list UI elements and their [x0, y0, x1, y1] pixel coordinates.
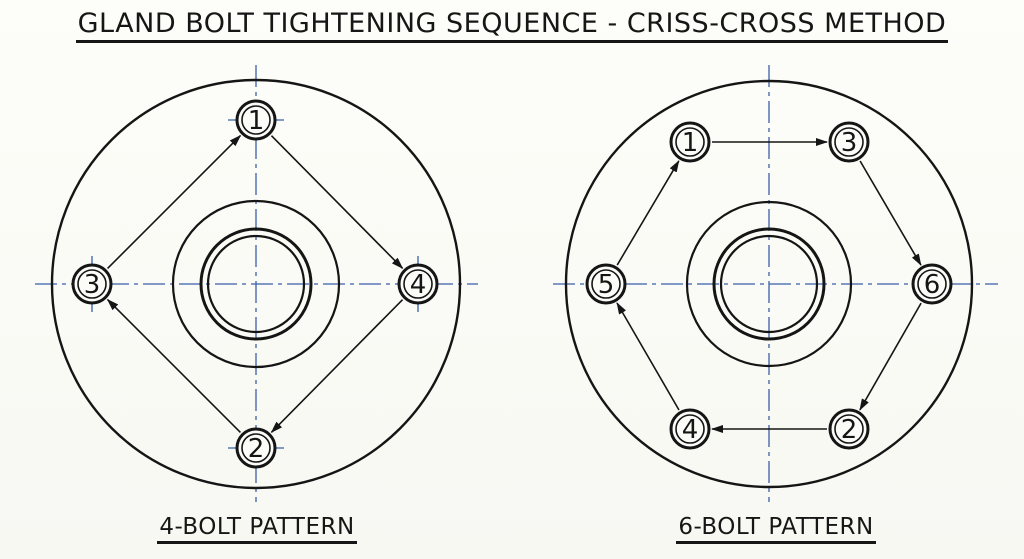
bolt-inner-ring	[917, 269, 947, 299]
six-bolt-caption: 6-BOLT PATTERN	[576, 514, 976, 544]
bolt-inner-ring	[77, 269, 107, 299]
sequence-arrow-3-to-1	[106, 134, 242, 270]
bolt-5: 5	[585, 263, 627, 305]
bolt-2: 2	[228, 427, 284, 469]
bolt-4: 4	[397, 256, 439, 312]
bolt-3: 3	[71, 256, 113, 312]
bore-outer-circle	[712, 227, 826, 341]
bolt-2: 2	[828, 408, 870, 450]
four-bolt-diagram: 1 2 3 4	[35, 65, 478, 502]
sequence-arrow-3-to-6	[859, 160, 922, 266]
four-bolt-sequence-arrows	[106, 134, 404, 434]
sequence-arrow-1-to-4	[270, 135, 404, 270]
bolt-inner-ring	[403, 269, 433, 299]
six-bolt-diagram: 1 2 3 4 5 6	[553, 65, 998, 502]
gland-circle	[171, 199, 341, 369]
four-bolt-caption-text: 4-BOLT PATTERN	[157, 514, 357, 544]
bore-inner-circle	[206, 234, 306, 334]
page-title-text: GLAND BOLT TIGHTENING SEQUENCE - CRISS-C…	[75, 8, 949, 43]
bolt-number: 1	[248, 106, 265, 136]
flange-outer-circle	[50, 78, 462, 490]
bolt-inner-ring	[834, 414, 864, 444]
bolt-1: 1	[669, 121, 711, 163]
bolt-number: 4	[410, 270, 427, 300]
bolt-number: 6	[924, 270, 941, 300]
four-bolt-caption: 4-BOLT PATTERN	[57, 514, 457, 544]
bolt-number: 3	[84, 270, 101, 300]
bolt-inner-ring	[241, 105, 271, 135]
bolt-3: 3	[828, 121, 870, 163]
sequence-arrow-5-to-1	[616, 160, 680, 266]
page-title: GLAND BOLT TIGHTENING SEQUENCE - CRISS-C…	[0, 8, 1024, 43]
bolt-inner-ring	[834, 127, 864, 157]
bolt-number: 3	[841, 128, 858, 158]
six-bolt-caption-text: 6-BOLT PATTERN	[676, 514, 876, 544]
six-bolt-sequence-arrows	[616, 138, 922, 433]
bolt-inner-ring	[241, 433, 271, 463]
bolt-number: 4	[682, 415, 699, 445]
bolt-number: 2	[248, 434, 265, 464]
flange-outer-circle	[564, 79, 974, 489]
bolt-inner-ring	[675, 414, 705, 444]
bolt-1: 1	[228, 99, 284, 141]
bolt-4: 4	[669, 408, 711, 450]
bolt-number: 5	[598, 270, 615, 300]
sequence-arrow-4-to-2	[270, 299, 404, 434]
gland-circle	[685, 200, 853, 368]
bolt-inner-ring	[675, 127, 705, 157]
bolt-inner-ring	[591, 269, 621, 299]
bore-outer-circle	[199, 227, 313, 341]
bolt-number: 2	[841, 415, 858, 445]
bolt-number: 1	[682, 128, 699, 158]
sequence-arrow-4-to-5	[616, 302, 680, 411]
sequence-arrow-6-to-2	[859, 302, 922, 411]
bolt-6: 6	[911, 263, 953, 305]
bore-inner-circle	[719, 234, 819, 334]
sequence-arrow-2-to-3	[106, 298, 242, 434]
